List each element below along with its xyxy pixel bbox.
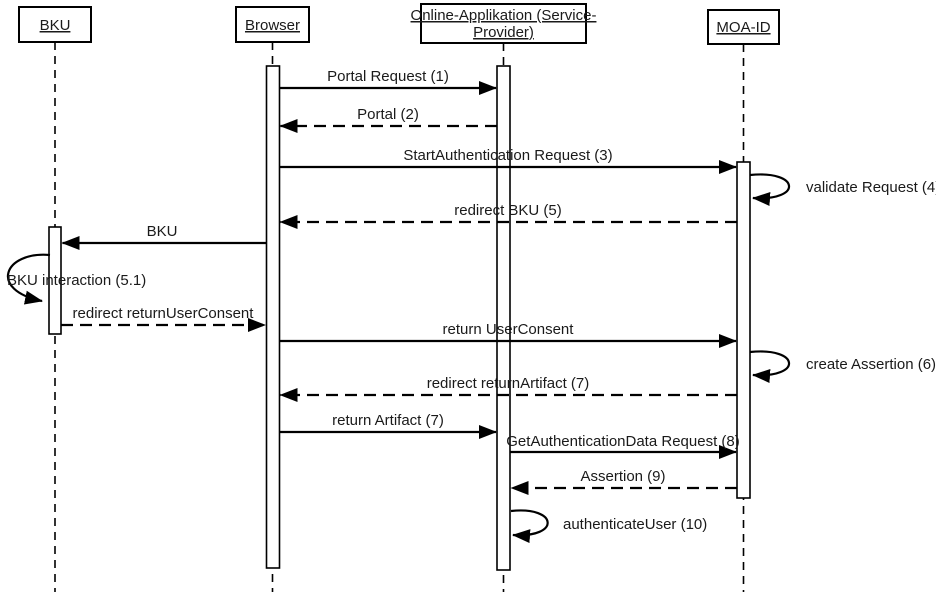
actor-label-online-app-line2: Provider) <box>473 24 534 41</box>
self-loop-bku-interaction <box>6 253 51 305</box>
actor-box-bku <box>18 6 92 43</box>
message-label-assertion: Assertion (9) <box>580 468 665 485</box>
message-label-create-assertion: create Assertion (6) <box>806 356 936 373</box>
message-label-redirect-return-user-consent: redirect returnUserConsent <box>73 305 255 322</box>
message-label-return-user-consent: return UserConsent <box>443 321 575 338</box>
message-label-bku-interaction: BKU interaction (5.1) <box>7 272 146 289</box>
message-label-portal: Portal (2) <box>357 106 419 123</box>
message-label-portal-request: Portal Request (1) <box>327 68 449 85</box>
actor-label-bku: BKU <box>40 17 71 34</box>
self-loop-create-assertion <box>749 350 791 383</box>
self-loop-authenticate-user <box>510 509 549 544</box>
activation-bar-browser <box>265 65 281 569</box>
self-loop-validate-request <box>749 173 791 206</box>
actor-label-online-app-line1: Online-Applikation (Service- <box>411 7 597 24</box>
message-label-redirect-bku: redirect BKU (5) <box>454 202 562 219</box>
actor-label-browser: Browser <box>245 17 300 34</box>
activation-bar-moa-id <box>736 161 751 499</box>
activation-bar-bku <box>48 226 62 335</box>
message-label-return-artifact: return Artifact (7) <box>332 412 444 429</box>
message-label-bku: BKU <box>147 223 178 240</box>
activation-bar-online-app <box>496 65 511 571</box>
message-label-validate-request: validate Request (4) <box>806 179 936 196</box>
actor-box-browser <box>235 6 310 43</box>
message-label-start-authentication: StartAuthentication Request (3) <box>403 147 612 164</box>
message-label-get-authentication-data: GetAuthenticationData Request (8) <box>506 433 739 450</box>
actor-box-online-app <box>420 3 587 44</box>
message-label-redirect-return-artifact: redirect returnArtifact (7) <box>427 375 590 392</box>
actor-label-moa-id: MOA-ID <box>716 19 770 36</box>
message-label-authenticate-user: authenticateUser (10) <box>563 516 707 533</box>
actor-box-moa-id <box>707 9 780 45</box>
